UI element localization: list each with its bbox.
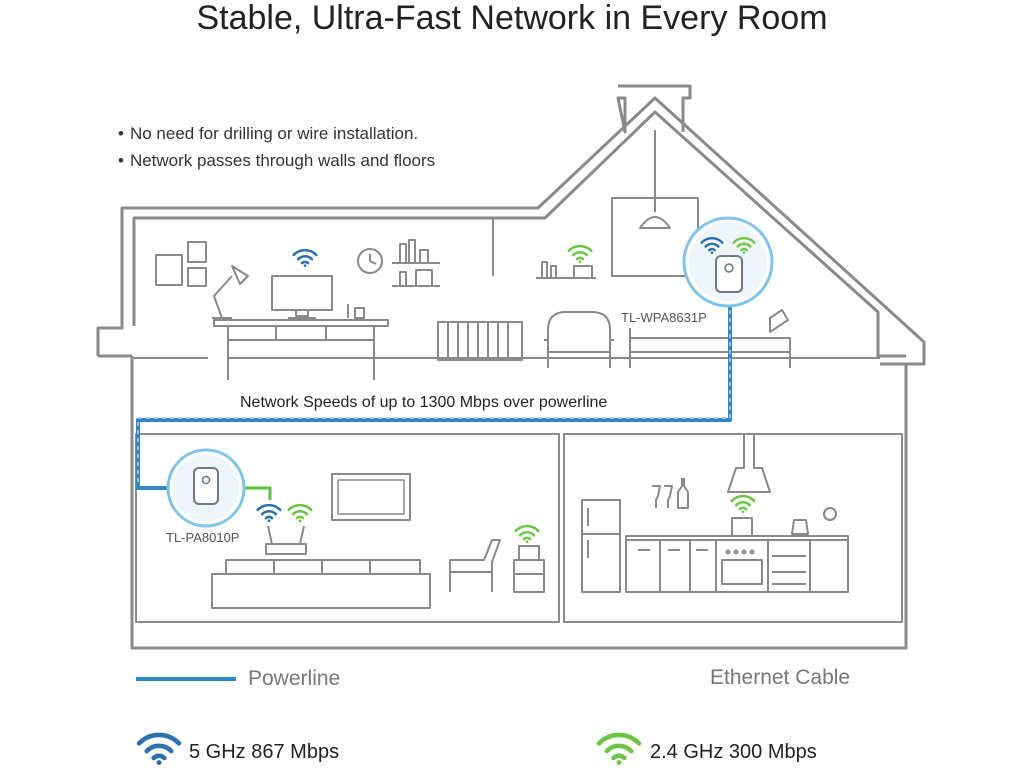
stove-icon	[721, 549, 763, 585]
wifi-icon	[292, 248, 318, 267]
wifi-icon	[514, 524, 540, 543]
wifi-icon	[567, 244, 593, 263]
desk	[213, 319, 389, 380]
upper-room	[155, 130, 791, 380]
radiator-icon	[437, 321, 523, 361]
house-outline	[96, 84, 926, 650]
adapter-tl-pa8010p	[166, 448, 246, 528]
legend-powerline-label: Powerline	[248, 667, 341, 690]
page-title: Stable, Ultra-Fast Network in Every Room	[196, 0, 828, 37]
side-chair	[449, 539, 501, 592]
router-icon	[265, 525, 307, 555]
armchair-icon	[544, 311, 614, 368]
wifi-icon	[256, 503, 282, 522]
speed-note: Network Speeds of up to 1300 Mbps over p…	[240, 394, 608, 411]
living-room	[211, 473, 545, 609]
feature-item: No need for drilling or wire installatio…	[118, 120, 435, 147]
wifi-icon	[287, 503, 313, 522]
picture-frame	[187, 267, 207, 287]
picture-frame	[155, 254, 183, 286]
wifi-5ghz-icon	[139, 735, 179, 765]
sofa-icon	[211, 559, 431, 609]
picture-frame	[187, 241, 207, 263]
wifi-icon	[730, 494, 756, 513]
device-label-downstairs: TL-PA8010P	[166, 530, 240, 545]
feature-list: No need for drilling or wire installatio…	[118, 120, 435, 174]
fridge-icon	[581, 499, 621, 593]
feature-item: Network passes through walls and floors	[118, 147, 435, 174]
pendant-lamp-icon	[639, 130, 671, 229]
range-hood-icon	[727, 434, 771, 493]
band-24ghz-label: 2.4 GHz 300 Mbps	[650, 741, 817, 763]
wifi-24ghz-icon	[599, 735, 639, 765]
bed-icon	[629, 309, 791, 368]
legend-ethernet-label: Ethernet Cable	[710, 666, 851, 689]
powerline-cable	[136, 304, 732, 490]
clock-icon	[357, 248, 383, 274]
device-label-upstairs: TL-WPA8631P	[621, 310, 707, 325]
wall-shelves	[392, 239, 440, 287]
kitchen	[581, 434, 849, 593]
side-table	[513, 545, 545, 593]
adapter-tl-wpa8631p	[682, 216, 774, 308]
monitor-icon	[271, 275, 333, 319]
band-5ghz-label: 5 GHz 867 Mbps	[189, 741, 340, 763]
lamp-icon	[212, 265, 249, 319]
tv-frame	[331, 473, 411, 521]
